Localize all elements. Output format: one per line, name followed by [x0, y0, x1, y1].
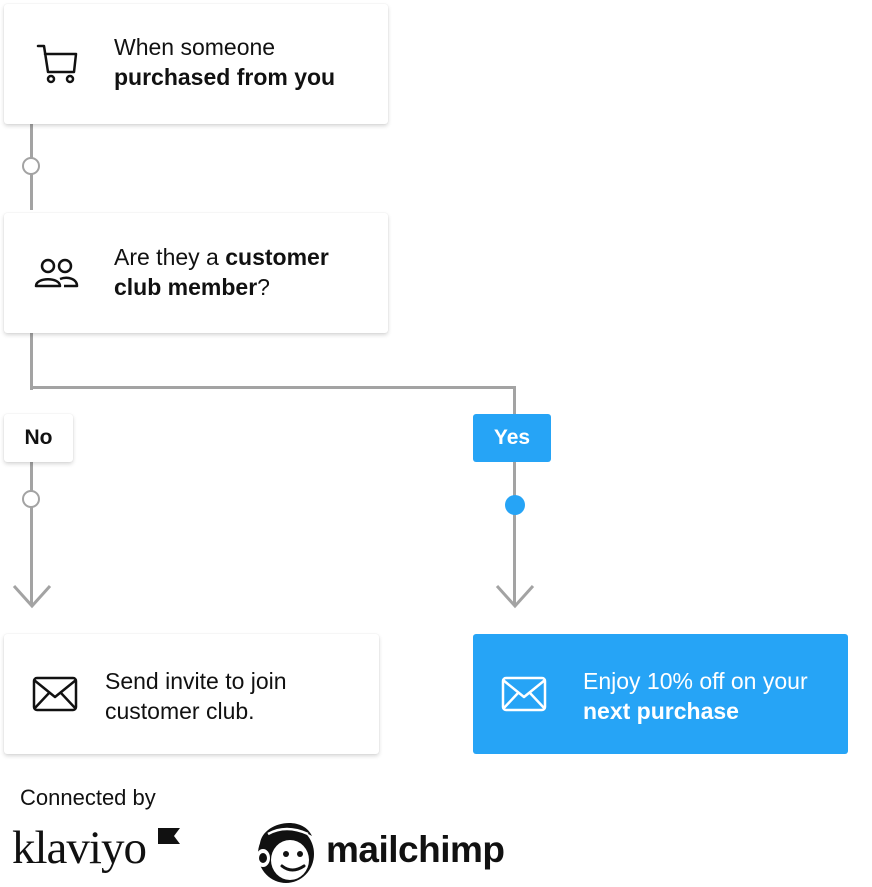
action-no-line-1: Send invite to join	[105, 668, 287, 694]
connector-branch-horizontal	[30, 386, 516, 389]
action-yes-line-1: Enjoy 10% off on your	[583, 668, 808, 694]
branch-yes-tag[interactable]: Yes	[473, 414, 551, 462]
envelope-icon	[501, 676, 547, 712]
mailchimp-wordmark: mailchimp	[326, 829, 505, 870]
trigger-text-line-1: When someone	[114, 34, 276, 60]
condition-text-2: customer	[225, 244, 329, 270]
flag-icon	[158, 828, 180, 844]
connector-node[interactable]	[22, 490, 40, 508]
connected-by-label: Connected by	[20, 785, 156, 810]
mailchimp-logo: mailchimp	[250, 814, 520, 886]
trigger-text-line-2: purchased from you	[114, 64, 336, 90]
action-no-text: Send invite to join customer club.	[105, 666, 287, 726]
trigger-card[interactable]: When someone purchased from you	[4, 4, 388, 124]
condition-text-3: club member	[114, 274, 258, 300]
condition-card[interactable]: Are they a customer club member?	[4, 213, 388, 333]
connector-node-active[interactable]	[505, 495, 525, 515]
action-no-card[interactable]: Send invite to join customer club.	[4, 634, 379, 754]
freddie-icon	[256, 822, 314, 883]
klaviyo-logo: klaviyo	[12, 818, 182, 878]
action-yes-text: Enjoy 10% off on your next purchase	[583, 666, 808, 726]
connector-yes-down-2	[513, 462, 516, 606]
envelope-icon	[32, 676, 78, 712]
arrow-down-icon	[495, 584, 535, 609]
branch-no-tag[interactable]: No	[4, 414, 73, 462]
people-icon	[34, 258, 79, 288]
action-no-line-2: customer club.	[105, 698, 255, 724]
condition-text-1: Are they a	[114, 244, 226, 270]
trigger-text: When someone purchased from you	[114, 32, 335, 92]
connector-no-down	[30, 462, 33, 606]
connector-node[interactable]	[22, 157, 40, 175]
connector-condition-down	[30, 333, 33, 390]
connector-yes-down	[513, 386, 516, 414]
condition-text-4: ?	[257, 274, 270, 300]
klaviyo-wordmark: klaviyo	[12, 822, 147, 874]
action-yes-line-2: next purchase	[583, 698, 739, 724]
cart-icon	[36, 44, 78, 84]
condition-text: Are they a customer club member?	[114, 242, 329, 302]
action-yes-card[interactable]: Enjoy 10% off on your next purchase	[473, 634, 848, 754]
arrow-down-icon	[12, 584, 52, 609]
